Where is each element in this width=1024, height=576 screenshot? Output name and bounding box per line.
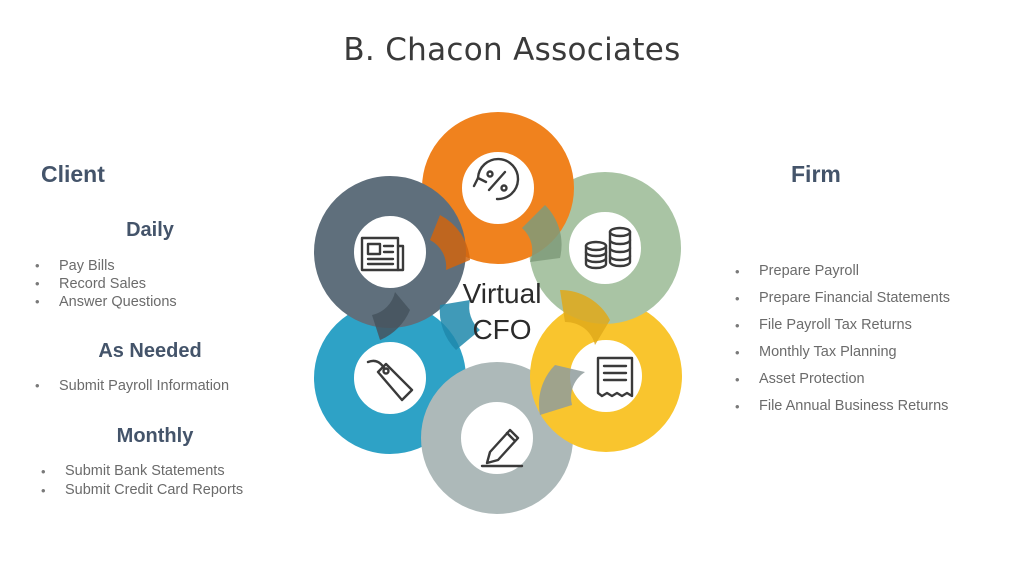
ring-orange <box>422 112 574 264</box>
coins-icon <box>584 226 632 270</box>
center-line-1: Virtual <box>462 278 542 309</box>
list-item: Asset Protection <box>733 366 950 393</box>
daily-list: Pay Bills Record Sales Answer Questions <box>33 257 177 311</box>
list-item: Prepare Payroll <box>733 258 950 285</box>
list-item: Submit Credit Card Reports <box>39 481 243 500</box>
monthly-heading: Monthly <box>116 425 194 447</box>
as-needed-heading: As Needed <box>98 340 202 362</box>
list-item: Monthly Tax Planning <box>733 339 950 366</box>
percent-cycle-icon <box>472 157 520 201</box>
price-tag-icon <box>366 359 414 402</box>
firm-heading: Firm <box>791 161 841 187</box>
daily-heading: Daily <box>126 219 174 241</box>
list-item: File Payroll Tax Returns <box>733 312 950 339</box>
list-item: Answer Questions <box>33 293 177 311</box>
list-item: Record Sales <box>33 275 177 293</box>
newspaper-icon <box>360 236 405 272</box>
center-label: Virtual CFO <box>402 276 602 348</box>
cycle-diagram <box>314 112 682 514</box>
monthly-list: Submit Bank Statements Submit Credit Car… <box>39 462 243 500</box>
as-needed-list: Submit Payroll Information <box>33 377 229 395</box>
firm-list: Prepare Payroll Prepare Financial Statem… <box>733 258 950 420</box>
ring-gray <box>421 362 573 514</box>
page-title: B. Chacon Associates <box>343 32 681 68</box>
list-item: Submit Bank Statements <box>39 462 243 481</box>
center-line-2: CFO <box>472 314 532 345</box>
client-heading: Client <box>41 161 105 187</box>
receipt-icon <box>596 356 634 398</box>
list-item: Pay Bills <box>33 257 177 275</box>
list-item: Prepare Financial Statements <box>733 285 950 312</box>
pen-icon <box>480 428 524 468</box>
list-item: File Annual Business Returns <box>733 393 950 420</box>
list-item: Submit Payroll Information <box>33 377 229 395</box>
